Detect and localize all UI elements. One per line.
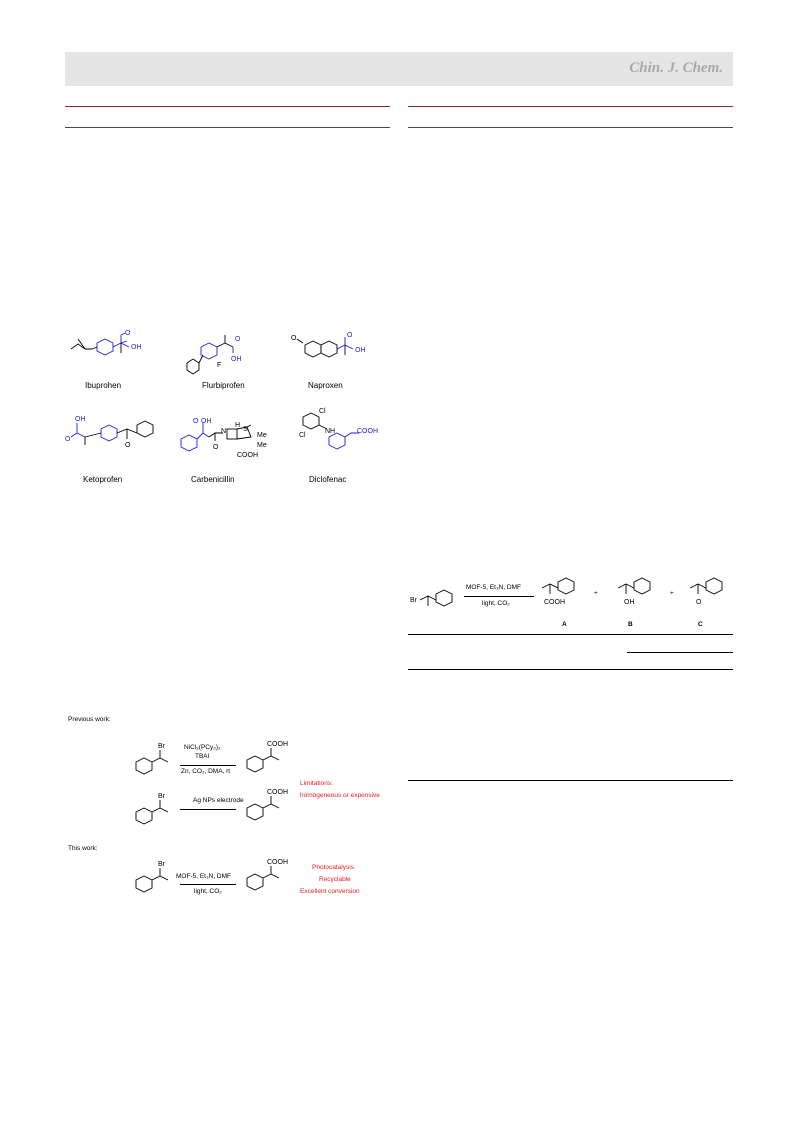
atom-o: O (696, 599, 702, 606)
table-bottom-rule (408, 780, 733, 781)
right-top-rule (408, 106, 733, 107)
atom-cooh: COOH (544, 599, 565, 606)
limitations-text: homogeneous or expensive (300, 792, 380, 799)
condition-zn-co2: Zn, CO₂, DMA, rt (181, 768, 231, 775)
drug-label-diclofenac: Diclofenac (309, 475, 347, 484)
atom-o: O (291, 335, 297, 342)
product-acid-structure-2: COOH (246, 789, 288, 821)
right-second-rule (408, 127, 733, 128)
product-c-structure: O (689, 577, 723, 606)
atom-cooh: COOH (267, 789, 288, 796)
advantage-photocatalysis: Photocatalysis (312, 864, 354, 871)
atom-me: Me (257, 432, 267, 439)
limitations-title: Limitations: (300, 780, 333, 787)
drug-label-flurbiprofen: Flurbiprofen (202, 381, 245, 390)
product-label-c: C (698, 621, 703, 628)
naproxen-structure: O O OH (291, 332, 366, 358)
reaction-arrow-1 (180, 765, 236, 766)
atom-br: Br (158, 743, 166, 750)
advantage-conversion: Excellent conversion (300, 888, 360, 895)
left-second-rule (65, 127, 390, 128)
atom-f: F (217, 362, 221, 369)
atom-o: O (347, 332, 353, 339)
atom-cooh: COOH (357, 428, 378, 435)
atom-o: O (235, 336, 241, 343)
reaction-arrow-2 (180, 809, 236, 810)
left-top-rule (65, 106, 390, 107)
atom-o: O (125, 442, 131, 449)
condition-light-co2: light, CO₂ (194, 888, 222, 895)
table-sub-rule (627, 652, 733, 653)
benzyl-bromide-structure-2: Br (135, 793, 169, 825)
atom-br: Br (158, 793, 166, 800)
condition-mof5: MOF-5, Et₃N, DMF (176, 873, 232, 880)
atom-oh: OH (624, 599, 635, 606)
drug-label-ketoprofen: Ketoprofen (83, 475, 123, 484)
atom-cooh: COOH (237, 452, 258, 459)
atom-o: O (125, 330, 131, 337)
product-acid-structure-3: COOH (246, 859, 288, 891)
table-condition-light: light, CO₂ (482, 600, 510, 607)
table-top-rule (408, 634, 733, 635)
atom-o: O (213, 444, 219, 451)
atom-oh: OH (201, 418, 212, 425)
drug-label-carbenicillin: Carbenicillin (191, 475, 235, 484)
atom-oh: OH (355, 347, 366, 354)
table-condition-mof5: MOF-5, Et₃N, DMF (466, 584, 522, 591)
atom-s: S (243, 426, 248, 433)
table-reaction-arrow (464, 596, 534, 597)
atom-me: Me (257, 442, 267, 449)
drug-label-naproxen: Naproxen (308, 381, 343, 390)
drug-label-ibuprofen: Ibuprohen (85, 381, 122, 390)
ketoprofen-structure: OH O O (65, 416, 154, 449)
carbenicillin-structure: O OH N O H S Me Me COOH (180, 418, 267, 459)
atom-oh: OH (231, 356, 242, 363)
atom-br: Br (158, 861, 166, 868)
atom-oh: OH (75, 416, 86, 423)
product-a-structure: COOH (541, 577, 575, 606)
atom-nh: NH (325, 428, 335, 435)
benzyl-bromide-structure-1: Br (135, 743, 169, 775)
atom-o: O (193, 418, 199, 425)
atom-oh: OH (131, 344, 142, 351)
atom-o: O (65, 436, 71, 443)
product-label-b: B (628, 621, 633, 628)
condition-ni-catalyst: NiCl₂(PCy₃)₂ (184, 744, 221, 751)
diclofenac-structure: Cl Cl NH COOH (299, 408, 378, 450)
atom-cl: Cl (299, 432, 306, 439)
atom-cooh: COOH (267, 741, 288, 748)
plus-sign-1: + (594, 590, 598, 597)
condition-ag-electrode: Ag NPs electrode (193, 797, 244, 804)
journal-header: Chin. J. Chem. (65, 52, 733, 86)
product-label-a: A (562, 621, 567, 628)
journal-name: Chin. J. Chem. (629, 60, 723, 76)
atom-h: H (235, 422, 240, 429)
drug-structures-figure: O OH Ibuprohen F O OH Flurbiprofen O O O… (65, 325, 390, 490)
ibuprofen-structure: O OH (70, 330, 142, 356)
benzyl-bromide-structure-3: Br (135, 861, 169, 893)
this-work-label: This work: (68, 845, 98, 852)
product-acid-structure-1: COOH (246, 741, 288, 773)
atom-cooh: COOH (267, 859, 288, 866)
advantage-recyclable: Recyclable (319, 876, 351, 883)
reaction-arrow-3 (180, 884, 236, 885)
plus-sign-2: + (670, 590, 674, 597)
product-b-structure: OH (617, 577, 651, 606)
flurbiprofen-structure: F O OH (186, 335, 242, 375)
table-substrate-structure: Br (410, 589, 453, 607)
previous-work-label: Previous work: (68, 716, 111, 723)
atom-n: N (221, 428, 226, 435)
atom-cl: Cl (319, 408, 326, 415)
table-header-rule (408, 669, 733, 670)
condition-tbai: TBAI (195, 753, 210, 760)
atom-br: Br (410, 597, 418, 604)
